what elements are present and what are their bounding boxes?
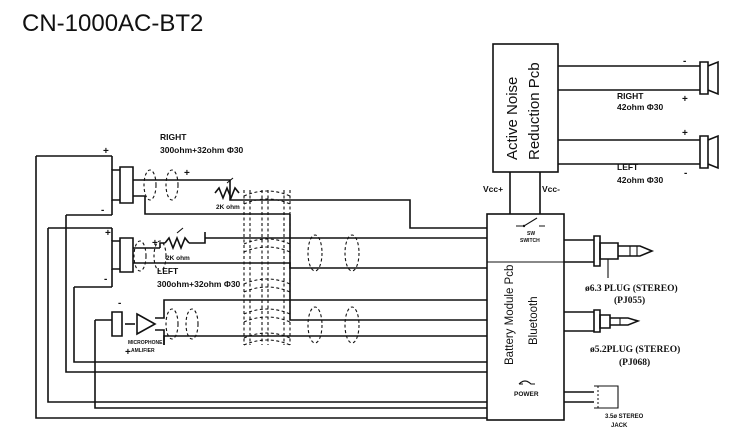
left-output-spec: 42ohm Φ30: [617, 175, 663, 185]
bluetooth-label: Bluetooth: [528, 296, 540, 345]
sw-label-line2: SWITCH: [520, 238, 540, 244]
microphone-amplifier: MICROPHONE AMLIFIER: [111, 311, 163, 354]
right-output-name: RIGHT: [617, 91, 644, 101]
plug-52-code: (PJ068): [619, 357, 650, 368]
right-out-minus: -: [683, 56, 686, 67]
jack-35-line1: 3.5ø STEREO: [605, 414, 644, 420]
left-out-plus: +: [682, 128, 688, 139]
mic-minus: -: [118, 298, 121, 309]
right-pot-plus: +: [184, 168, 190, 179]
plug-52-stereo: [593, 309, 641, 333]
vcc-minus-label: Vcc-: [542, 184, 560, 194]
left-pot-label: 2K ohm: [166, 255, 190, 262]
left-output-speaker: [699, 134, 719, 170]
plug-63-stereo: [593, 235, 655, 278]
right-output-speaker: [699, 60, 719, 96]
left-input-spec: 300ohm+32ohm Φ30: [157, 279, 241, 289]
power-button: POWER: [514, 380, 539, 398]
plug-63-name: ø6.3 PLUG (STEREO): [585, 283, 678, 294]
jack-35-line2: JACK: [611, 423, 628, 429]
jack-35-stereo: [594, 385, 619, 409]
left-output-name: LEFT: [617, 162, 639, 172]
left-out-minus: -: [684, 168, 687, 179]
anr-title-line1: Active Noise: [504, 77, 521, 160]
battery-module-pcb: Battery Module Pcb Bluetooth: [486, 213, 565, 421]
right-input-spec: 300ohm+32ohm Φ30: [160, 145, 244, 155]
right-in-plus-top: +: [103, 146, 109, 157]
anr-pcb: Active Noise Reduction Pcb: [492, 43, 559, 173]
right-out-plus: +: [682, 94, 688, 105]
left-in-plus: +: [105, 228, 111, 239]
microphone-label-line2: AMLIFIER: [131, 348, 155, 354]
sw-switch: SW SWITCH: [516, 217, 545, 244]
left-in-minus: -: [104, 274, 107, 285]
vcc-plus-label: Vcc+: [483, 184, 503, 194]
right-input-name: RIGHT: [160, 132, 187, 142]
power-label: POWER: [514, 391, 539, 398]
right-pot-label: 2K ohm: [216, 204, 240, 211]
plug-63-code: (PJ055): [614, 295, 645, 306]
mic-plus: +: [125, 347, 131, 358]
right-output-spec: 42ohm Φ30: [617, 102, 663, 112]
battery-module-label: Battery Module Pcb: [504, 265, 516, 365]
left-input-name: LEFT: [157, 266, 179, 276]
right-input-speaker: [111, 166, 134, 204]
right-pot: 2K ohm: [214, 177, 240, 211]
left-pot-plus: +: [152, 238, 158, 249]
right-in-minus: -: [101, 205, 104, 216]
diagram-title: CN-1000AC-BT2: [22, 10, 204, 37]
plug-52-name: ø5.2PLUG (STEREO): [590, 344, 680, 355]
cable-shields: [133, 169, 360, 346]
left-input-speaker: [111, 237, 134, 273]
left-pot: 2K ohm: [164, 227, 190, 262]
anr-title-line2: Reduction Pcb: [526, 62, 543, 160]
sw-label-line1: SW: [527, 231, 535, 237]
microphone-label-line1: MICROPHONE: [128, 340, 163, 346]
